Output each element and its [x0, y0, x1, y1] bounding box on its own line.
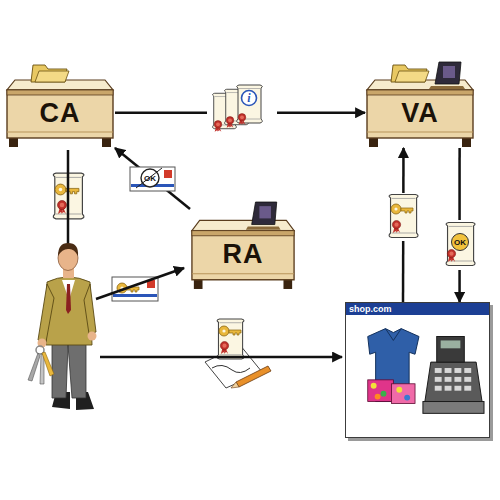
authority-name: CA: [5, 98, 115, 129]
shop-window: shop.com: [345, 302, 490, 438]
key-certificate: [385, 193, 421, 241]
authority-name: VA: [365, 98, 475, 129]
arrow-line: [67, 150, 70, 254]
icon-label: OK: [454, 238, 466, 247]
user-figure: [28, 150, 342, 410]
window-title: shop.com: [346, 303, 489, 315]
arrow-line: [100, 356, 342, 359]
icon-label: i: [247, 91, 250, 106]
info-certificates: [207, 85, 277, 138]
authority-desk: CA: [5, 60, 115, 148]
shop-illustration: [346, 303, 489, 437]
flow-arrow: [402, 148, 405, 302]
ok-envelope: [130, 167, 175, 191]
key-certificate: [48, 172, 88, 220]
icon-label: OK: [144, 174, 156, 183]
authority-name: RA: [190, 239, 296, 270]
flow-arrow: [115, 148, 190, 209]
key-envelope: [112, 277, 158, 301]
flow-arrow: [458, 148, 461, 302]
gift-boxes: [368, 380, 415, 404]
signed-document: [205, 319, 271, 388]
authority-desk: VA: [365, 60, 475, 148]
authority-desk: RA: [190, 200, 296, 290]
ok-certificate: [442, 220, 478, 270]
flow-arrow: [115, 112, 365, 115]
cash-register: [423, 337, 484, 414]
arrow-line: [96, 268, 184, 299]
